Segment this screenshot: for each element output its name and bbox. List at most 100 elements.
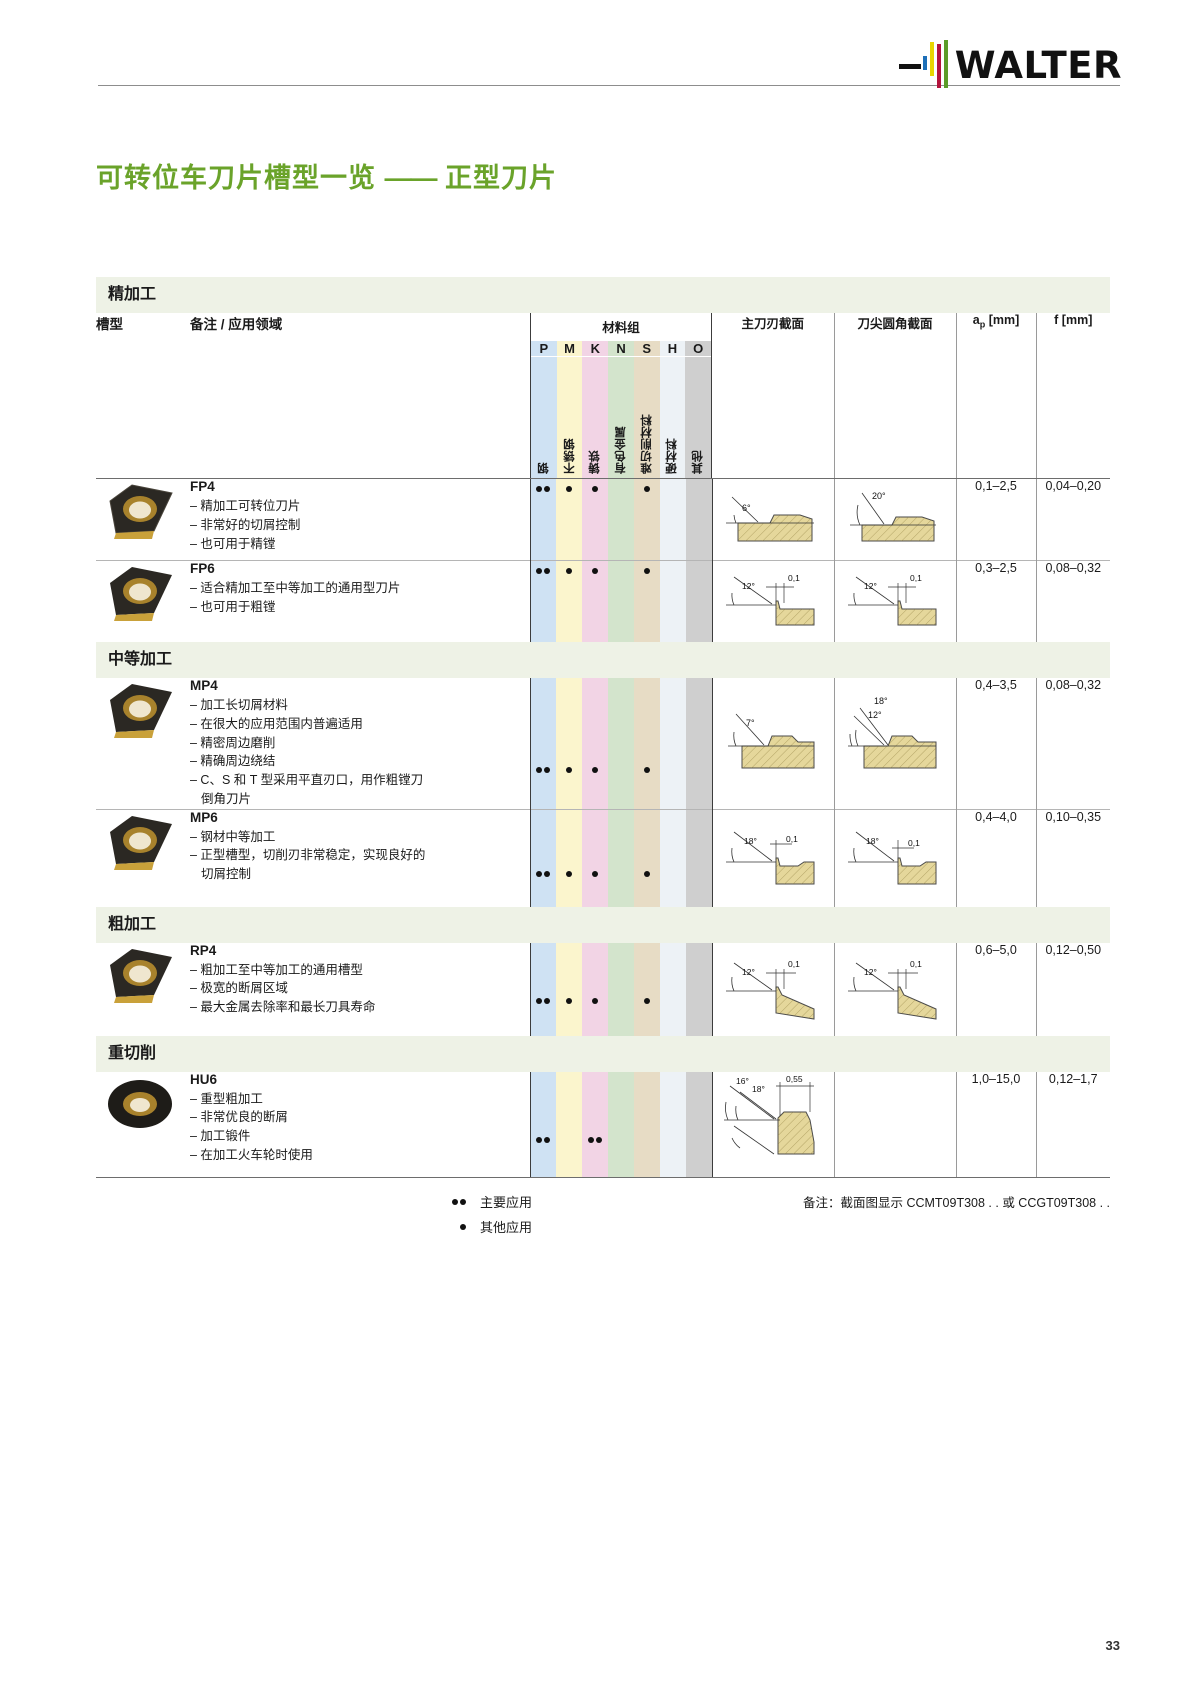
groove-name: FP6 — [190, 561, 215, 576]
groove-info-cell: MP6 – 钢材中等加工 – 正型槽型，切削刃非常稳定，实现良好的 切屑控制 — [190, 808, 530, 907]
groove-bullets: – 粗加工至中等加工的通用槽型 – 极宽的断屑区域 – 最大金属去除率和最长刀具… — [190, 961, 530, 1017]
bullet: – 非常优良的断屑 — [190, 1110, 288, 1125]
bullet: 倒角刀片 — [201, 791, 252, 806]
ap-value: 0,1–2,5 — [955, 478, 1037, 561]
section-main-diagram: 6° — [726, 496, 815, 542]
dot-cell-S — [634, 1071, 660, 1177]
section-main-diagram: 18° 0,1 — [726, 831, 815, 884]
ap-value: 0,4–3,5 — [955, 678, 1036, 809]
svg-text:12°: 12° — [742, 967, 755, 977]
groove-bullets: – 精加工可转位刀片 – 非常好的切屑控制 – 也可用于精镗 — [190, 497, 530, 553]
insert-photo-cell — [96, 1072, 190, 1177]
dot-cell-K — [582, 808, 608, 907]
table-row: MP6 – 钢材中等加工 – 正型槽型，切削刃非常稳定，实现良好的 切屑控制 — [96, 808, 1110, 907]
section-corner-cell: 18° 0,1 — [833, 808, 957, 907]
group-band-finishing: 精加工 — [96, 277, 1110, 313]
svg-text:12°: 12° — [742, 581, 755, 591]
ap-value: 0,3–2,5 — [955, 560, 1037, 642]
groove-info-cell: HU6 – 重型粗加工 – 非常优良的断屑 – 加工锻件 – 在加工火车轮时使用 — [190, 1072, 530, 1177]
dot-cell-P — [529, 1071, 556, 1177]
dot-cell-S — [634, 560, 660, 642]
section-corner-cell — [833, 1071, 957, 1177]
dot-cell-P — [529, 478, 556, 561]
material-label-M: 不锈钢 — [563, 438, 576, 474]
dot-cell-H — [660, 942, 686, 1036]
section-corner-diagram: 12° 0,1 — [848, 573, 937, 626]
bullet: – 也可用于粗镗 — [190, 599, 276, 614]
table-heavy: HU6 – 重型粗加工 – 非常优良的断屑 – 加工锻件 – 在加工火车轮时使用 — [96, 1071, 1110, 1177]
dot-cell-H — [660, 478, 686, 561]
svg-text:20°: 20° — [872, 491, 886, 501]
bullet: – 重型粗加工 — [190, 1091, 263, 1106]
page-number: 33 — [1105, 1638, 1120, 1653]
svg-text:0,1: 0,1 — [788, 959, 800, 969]
material-letter-O: O — [685, 341, 712, 356]
ap-value: 0,6–5,0 — [955, 942, 1036, 1036]
section-main-diagram: 16° 18° 0,55 — [724, 1074, 815, 1154]
section-corner-cell: 12° 0,1 — [833, 560, 957, 642]
svg-text:18°: 18° — [752, 1084, 765, 1094]
page-header: WALTER — [0, 0, 1200, 120]
svg-text:0,1: 0,1 — [788, 573, 800, 583]
insert-photo-fp6 — [102, 563, 178, 625]
bullet: – 在很大的应用范围内普遍适用 — [190, 716, 363, 731]
header-section-corner: 刀尖圆角截面 — [833, 313, 957, 479]
dot-cell-O — [686, 1071, 713, 1177]
f-value: 0,12–0,50 — [1035, 942, 1110, 1036]
f-value: 0,08–0,32 — [1035, 560, 1111, 642]
section-corner-cell: 12° 0,1 — [833, 942, 957, 1036]
svg-text:12°: 12° — [864, 967, 877, 977]
bullet: 切屑控制 — [201, 867, 252, 881]
dot-cell-M — [556, 478, 582, 561]
dot-cell-S — [634, 478, 660, 561]
dot-cell-H — [660, 808, 686, 907]
dot-cell-S — [634, 678, 660, 809]
insert-photo-cell — [96, 678, 190, 809]
insert-photo-mp6 — [102, 812, 178, 874]
insert-photo-cell — [96, 808, 190, 907]
table-row: MP4 – 加工长切屑材料 – 在很大的应用范围内普遍适用 – 精密周边磨削 –… — [96, 678, 1110, 809]
f-value: 0,10–0,35 — [1035, 808, 1110, 907]
groove-name: HU6 — [190, 1071, 218, 1087]
dot-cell-K — [582, 478, 608, 561]
dot-cell-M — [556, 942, 582, 1036]
section-main-cell: 12° 0,1 — [712, 560, 835, 642]
material-col-head-P: 钢 — [531, 357, 557, 478]
groove-info-cell: RP4 – 粗加工至中等加工的通用槽型 – 极宽的断屑区域 – 最大金属去除率和… — [190, 943, 530, 1036]
dot-cell-O — [686, 942, 713, 1036]
legend-block: 主要应用 其他应用 备注：截面图显示 CCMT09T308 . . 或 CCGT… — [96, 1192, 1110, 1262]
material-label-S: 难切削材料 — [640, 414, 653, 474]
groove-bullets: – 适合精加工至中等加工的通用型刀片 – 也可用于粗镗 — [190, 579, 530, 617]
table-bottom-rule — [96, 1176, 1110, 1178]
legend-row-secondary: 其他应用 — [418, 1217, 532, 1236]
dot-cell-N — [608, 678, 634, 809]
header-note: 备注 / 应用领域 — [190, 313, 530, 479]
groove-overview-table: 精加工 槽型 备注 / 应用领域 材料组 P M K N S H — [96, 277, 1111, 1262]
groove-info-cell: MP4 – 加工长切屑材料 – 在很大的应用范围内普遍适用 – 精密周边磨削 –… — [190, 678, 530, 809]
groove-bullets: – 钢材中等加工 – 正型槽型，切削刃非常稳定，实现良好的 切屑控制 — [190, 828, 530, 884]
dot-cell-M — [556, 678, 582, 809]
svg-text:18°: 18° — [744, 836, 757, 846]
material-col-head-K: 铸铁 — [582, 357, 609, 478]
material-letter-M: M — [556, 341, 583, 356]
svg-text:12°: 12° — [864, 581, 877, 591]
groove-info-cell: FP4 – 精加工可转位刀片 – 非常好的切屑控制 – 也可用于精镗 — [190, 479, 530, 561]
bullet: – 适合精加工至中等加工的通用型刀片 — [190, 581, 401, 595]
dot-cell-H — [660, 678, 686, 809]
group-band-roughing: 粗加工 — [96, 906, 1110, 943]
dot-cell-O — [686, 808, 713, 907]
legend-row-primary: 主要应用 — [418, 1192, 532, 1211]
material-col-head-M: 不锈钢 — [556, 357, 583, 478]
dot-cell-K — [582, 678, 608, 809]
section-corner-cell: 20° — [833, 478, 957, 561]
section-main-cell: 7° — [712, 678, 834, 809]
table-row: HU6 – 重型粗加工 – 非常优良的断屑 – 加工锻件 – 在加工火车轮时使用 — [96, 1071, 1110, 1177]
dot-cell-P — [529, 678, 556, 809]
dot-cell-N — [608, 478, 634, 561]
table-row: FP4 – 精加工可转位刀片 – 非常好的切屑控制 – 也可用于精镗 — [96, 478, 1111, 561]
section-main-diagram: 12° 0,1 — [726, 573, 815, 626]
dot-cell-O — [686, 560, 713, 642]
dot-cell-N — [608, 560, 634, 642]
material-label-N: 有色金属 — [615, 426, 628, 474]
material-letter-P: P — [531, 341, 557, 356]
